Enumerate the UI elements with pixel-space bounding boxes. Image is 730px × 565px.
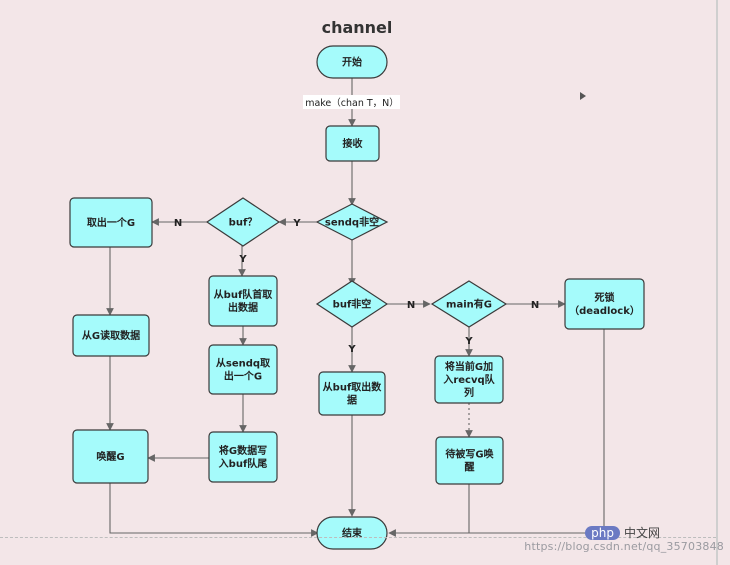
main-has-g-decision: main有G [430, 280, 508, 328]
page-bottom-rule [0, 537, 716, 538]
write-buf-node-line-2: 入buf队尾 [219, 457, 268, 470]
edge-label-y2: Y [238, 254, 247, 265]
edge-18 [109, 483, 319, 537]
page-edge-rule [716, 0, 718, 565]
deadlock-node-shape [564, 278, 645, 330]
main-has-g-decision-shape [430, 280, 508, 328]
buf-decision: buf？ [205, 197, 281, 247]
play-indicator-icon [580, 92, 586, 100]
take-g-left-node: 取出一个G [69, 197, 153, 248]
end-node-shape [316, 516, 388, 550]
read-buf-node-line-1: 从buf取出数 [323, 381, 383, 394]
receive-node: 接收 [325, 125, 380, 162]
wait-write-node-line-1: 待被写G唤 [445, 448, 493, 461]
buf-head-node-line-2: 出数据 [228, 301, 258, 314]
start-node-label: 开始 [342, 56, 362, 69]
nodes: 开始 make（chan T，N） 接收 sendq非空 buf？ 取出一个G 从G读取数据… [69, 45, 645, 550]
buf-empty-decision-shape [315, 280, 389, 328]
buf-head-node-line-1: 从buf队首取 [214, 288, 274, 301]
sendq-take-node-line-2: 出一个G [224, 370, 262, 383]
wake-g-node-shape [72, 429, 149, 484]
buf-head-node-shape [208, 275, 278, 327]
sendq-empty-decision: sendq非空 [315, 203, 389, 241]
join-recvq-node-line-1: 将当前G加 [445, 360, 493, 373]
join-recvq-node-line-2: 入recvq队 [443, 373, 495, 386]
read-buf-node-line-2: 据 [347, 394, 357, 407]
edges [106, 78, 605, 537]
watermark-brand-cn: 中文网 [623, 526, 660, 540]
read-from-g-node: 从G读取数据 [72, 314, 150, 357]
edge-label-y4: Y [464, 336, 473, 347]
read-buf-node-shape [318, 371, 386, 416]
make-label-bg [303, 95, 400, 109]
buf-empty-decision-label: buf非空 [333, 298, 372, 311]
deadlock-node-line-1: 死锁 [595, 291, 615, 304]
edge-labels: N Y Y N Y N Y [174, 218, 539, 355]
start-node: 开始 [316, 45, 388, 79]
write-buf-node-shape [208, 431, 278, 483]
start-node-shape [316, 45, 388, 79]
read-from-g-node-shape [72, 314, 150, 357]
edge-label-y1: Y [292, 218, 301, 229]
sendq-take-node-line-1: 从sendq取 [216, 358, 271, 370]
join-recvq-node-shape [434, 355, 504, 404]
wait-write-node-line-2: 醒 [465, 462, 475, 474]
read-from-g-node-label: 从G读取数据 [82, 329, 140, 342]
edge-label-y3: Y [347, 344, 356, 355]
take-g-left-node-label: 取出一个G [87, 216, 135, 229]
sendq-empty-decision-shape [315, 203, 389, 241]
diagram-title: channel [322, 18, 393, 37]
receive-node-shape [325, 125, 380, 162]
edge-label-n1: N [174, 218, 182, 229]
sendq-empty-decision-label: sendq非空 [325, 216, 379, 229]
end-node-label: 结束 [342, 527, 363, 540]
receive-node-label: 接收 [343, 137, 363, 150]
buf-empty-decision: buf非空 [315, 280, 389, 328]
wake-g-node: 唤醒G [72, 429, 149, 484]
end-node: 结束 [316, 516, 388, 550]
wait-write-node-shape [435, 436, 504, 485]
buf-decision-label: buf？ [229, 217, 258, 229]
join-recvq-node-line-3: 列 [464, 386, 474, 399]
edge-label-n2: N [407, 300, 415, 311]
wake-g-node-label: 唤醒G [96, 450, 124, 463]
watermark-brand: php [585, 526, 620, 540]
make-label: make（chan T，N） [305, 97, 399, 109]
deadlock-node-line-2: （deadlock） [569, 304, 640, 317]
watermark-url: https://blog.csdn.net/qq_35703848 [524, 540, 724, 553]
sendq-take-node-shape [208, 344, 278, 395]
edge-19 [389, 484, 470, 534]
deadlock-node: 死锁（deadlock） [564, 278, 645, 330]
take-g-left-node-shape [69, 197, 153, 248]
edge-label-n3: N [531, 300, 539, 311]
write-buf-node-line-1: 将G数据写 [219, 444, 267, 457]
buf-decision-shape [205, 197, 281, 247]
main-has-g-decision-label: main有G [446, 298, 492, 311]
